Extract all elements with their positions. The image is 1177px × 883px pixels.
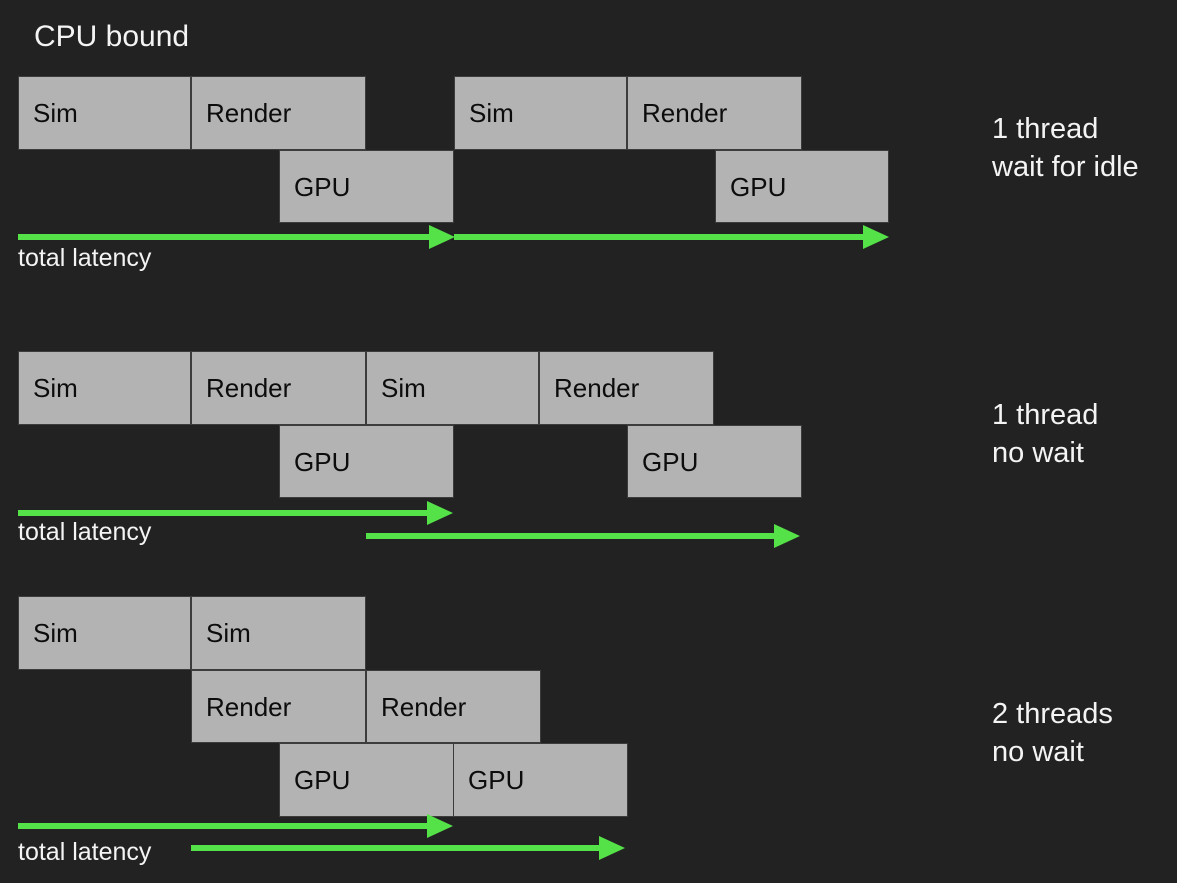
total-latency-label: total latency (18, 838, 152, 866)
annotation-line-2: no wait (992, 736, 1084, 768)
scenario-annotation-two-threads-no-wait: 2 threads no wait (992, 695, 1113, 771)
task-block-gpu-1: GPU (279, 425, 454, 498)
arrow-head-icon (599, 836, 625, 860)
task-block-render-1: Render (191, 76, 366, 150)
total-latency-label: total latency (18, 518, 152, 546)
task-block-label: GPU (730, 171, 787, 202)
task-block-render-1: Render (191, 351, 366, 425)
arrow-head-icon (427, 814, 453, 838)
task-block-sim-1: Sim (18, 76, 191, 150)
arrow-head-icon (429, 225, 455, 249)
arrow-shaft (454, 234, 865, 240)
task-block-render-2: Render (627, 76, 802, 150)
arrow-shaft (191, 845, 601, 851)
task-block-gpu-2: GPU (627, 425, 802, 498)
annotation-line-1: 2 threads (992, 698, 1113, 730)
scenario-annotation-one-thread-no-wait: 1 thread no wait (992, 396, 1098, 472)
task-block-sim-2: Sim (191, 596, 366, 670)
arrow-shaft (18, 510, 429, 516)
arrow-shaft (366, 533, 776, 539)
task-block-gpu-2: GPU (715, 150, 889, 223)
task-block-gpu-1: GPU (279, 743, 454, 817)
scenario-annotation-one-thread-wait-for-idle: 1 thread wait for idle (992, 110, 1139, 186)
task-block-label: Render (381, 691, 467, 722)
task-block-label: Render (206, 98, 292, 128)
task-block-label: Render (206, 373, 292, 403)
task-block-label: GPU (642, 446, 699, 477)
task-block-sim-1: Sim (18, 351, 191, 425)
task-block-label: Sim (33, 373, 78, 403)
task-block-sim-2: Sim (454, 76, 627, 150)
task-block-label: Render (554, 373, 640, 403)
task-block-label: Sim (469, 98, 514, 128)
total-latency-label: total latency (18, 244, 152, 272)
annotation-line-2: no wait (992, 437, 1084, 469)
arrow-head-icon (774, 524, 800, 548)
page-title: CPU bound (34, 20, 190, 53)
task-block-label: GPU (294, 765, 351, 795)
annotation-line-2: wait for idle (992, 151, 1139, 183)
arrow-shaft (18, 234, 431, 240)
annotation-line-1: 1 thread (992, 399, 1099, 431)
task-block-label: Sim (33, 98, 78, 128)
task-block-render-2: Render (366, 670, 541, 743)
task-block-label: GPU (294, 446, 351, 477)
task-block-label: Sim (381, 373, 426, 403)
task-block-sim-1: Sim (18, 596, 191, 670)
task-block-render-2: Render (539, 351, 714, 425)
task-block-label: GPU (294, 171, 351, 202)
task-block-label: Sim (206, 618, 251, 648)
arrow-shaft (18, 823, 429, 829)
annotation-line-1: 1 thread (992, 113, 1099, 145)
task-block-gpu-2: GPU (453, 743, 628, 817)
task-block-gpu-1: GPU (279, 150, 454, 223)
task-block-label: Sim (33, 618, 78, 648)
arrow-head-icon (427, 501, 453, 525)
task-block-label: Render (642, 98, 728, 128)
task-block-label: Render (206, 691, 292, 722)
task-block-render-1: Render (191, 670, 366, 743)
task-block-sim-2: Sim (366, 351, 539, 425)
task-block-label: GPU (468, 765, 525, 795)
arrow-head-icon (863, 225, 889, 249)
